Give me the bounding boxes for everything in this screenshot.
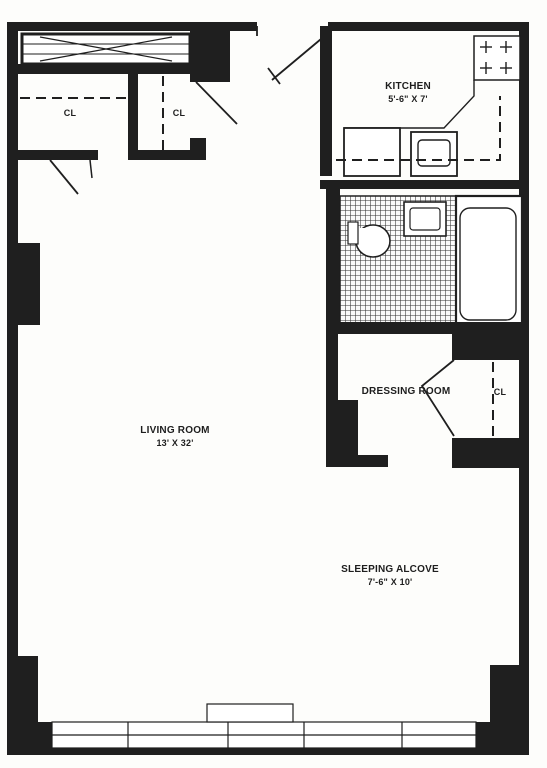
entry-door	[256, 26, 328, 85]
kitchen	[320, 26, 528, 189]
closet-label-1: CL	[63, 108, 77, 118]
closet-label-3: CL	[493, 387, 507, 397]
bathroom	[326, 188, 528, 334]
room-label-living-room: LIVING ROOM 13' X 32'	[140, 425, 210, 448]
window	[51, 703, 477, 749]
closet-block	[16, 22, 238, 195]
dressing-room	[326, 330, 526, 468]
room-label-kitchen: KITCHEN 5'-6" X 7'	[385, 81, 431, 104]
closet-label-2: CL	[172, 108, 186, 118]
room-label-sleeping-alcove: SLEEPING ALCOVE 7'-6" X 10'	[341, 564, 439, 587]
room-label-dressing-room: DRESSING ROOM	[361, 386, 451, 397]
